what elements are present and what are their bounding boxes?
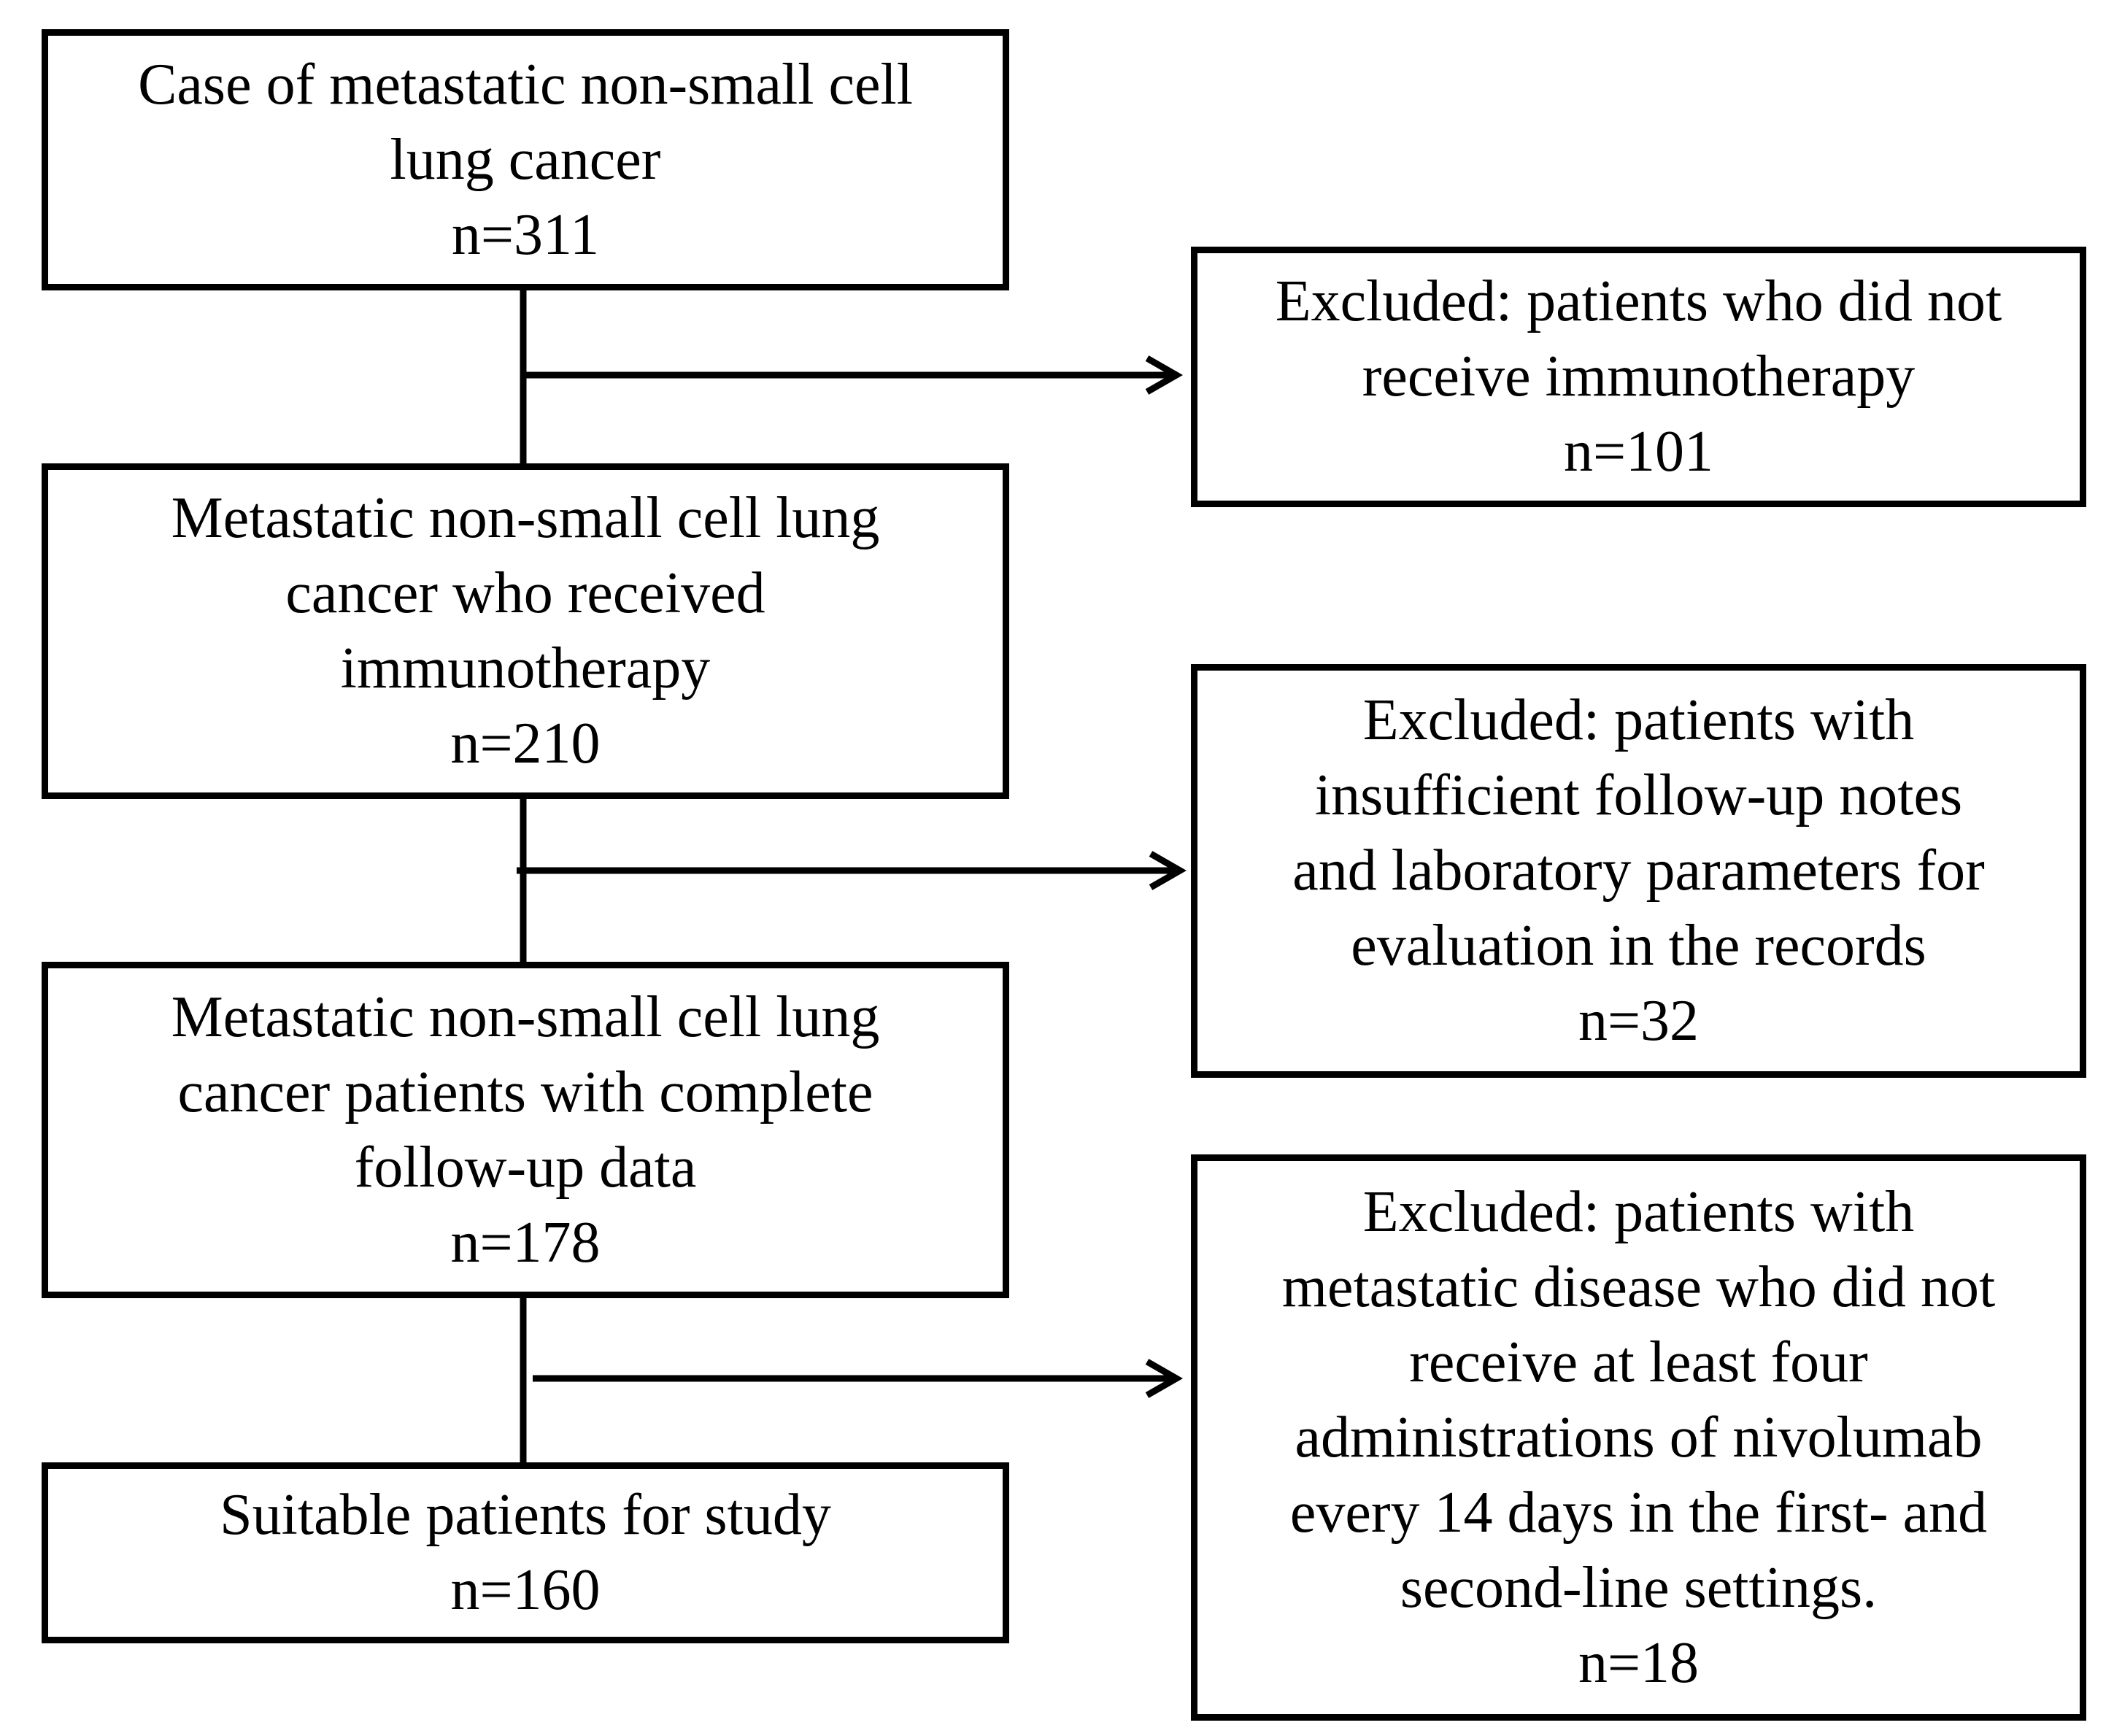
arrowhead-excluded-2 <box>1149 851 1187 890</box>
box-text-line: every 14 days in the first- and <box>1289 1480 1988 1545</box>
box-text-line: Excluded: patients with <box>1362 688 1915 752</box>
box-received-immunotherapy: Metastatic non-small cell lung cancer wh… <box>42 463 1009 799</box>
box-text-line: follow-up data <box>354 1135 697 1200</box>
box-text-line: Excluded: patients who did not <box>1275 269 2002 333</box>
box-count: n=178 <box>450 1210 601 1275</box>
box-count: n=18 <box>1578 1630 1700 1695</box>
box-count: n=210 <box>450 711 601 776</box>
box-excluded-insufficient-records: Excluded: patients with insufficient fol… <box>1191 664 2086 1078</box>
box-count: n=311 <box>451 202 600 267</box>
arrowhead-excluded-1 <box>1145 355 1184 395</box>
box-excluded-no-immunotherapy: Excluded: patients who did not receive i… <box>1191 247 2086 507</box>
box-text-line: metastatic disease who did not <box>1281 1254 1996 1319</box>
box-text-line: and laboratory parameters for <box>1292 838 1985 903</box>
box-text-line: Excluded: patients with <box>1362 1179 1915 1244</box>
arrowhead-excluded-3 <box>1145 1359 1184 1398</box>
box-text-line: Case of metastatic non-small cell <box>138 52 913 117</box>
box-metastatic-nsclc-cases: Case of metastatic non-small cell lung c… <box>42 29 1009 290</box>
box-text-line: second-line settings. <box>1400 1555 1878 1620</box>
box-text-line: receive at least four <box>1409 1330 1868 1394</box>
box-text-line: insufficient follow-up notes <box>1314 763 1963 828</box>
box-text-line: Suitable patients for study <box>220 1483 831 1547</box>
box-text-line: evaluation in the records <box>1351 914 1926 978</box>
box-count: n=32 <box>1578 989 1700 1053</box>
box-text-line: cancer patients with complete <box>177 1060 873 1124</box>
box-suitable-patients: Suitable patients for study n=160 <box>42 1462 1009 1643</box>
box-count: n=160 <box>450 1558 601 1622</box>
box-text-line: receive immunotherapy <box>1362 344 1916 409</box>
box-excluded-insufficient-nivolumab: Excluded: patients with metastatic disea… <box>1191 1154 2086 1721</box>
box-text-line: Metastatic non-small cell lung <box>171 486 880 550</box>
box-count: n=101 <box>1563 420 1714 484</box>
box-text-line: Metastatic non-small cell lung <box>171 984 880 1049</box>
box-text-line: immunotherapy <box>340 636 711 701</box>
box-text-line: cancer who received <box>285 561 765 625</box>
box-text-line: lung cancer <box>390 127 661 192</box>
box-complete-follow-up: Metastatic non-small cell lung cancer pa… <box>42 962 1009 1298</box>
box-text-line: administrations of nivolumab <box>1295 1405 1983 1470</box>
